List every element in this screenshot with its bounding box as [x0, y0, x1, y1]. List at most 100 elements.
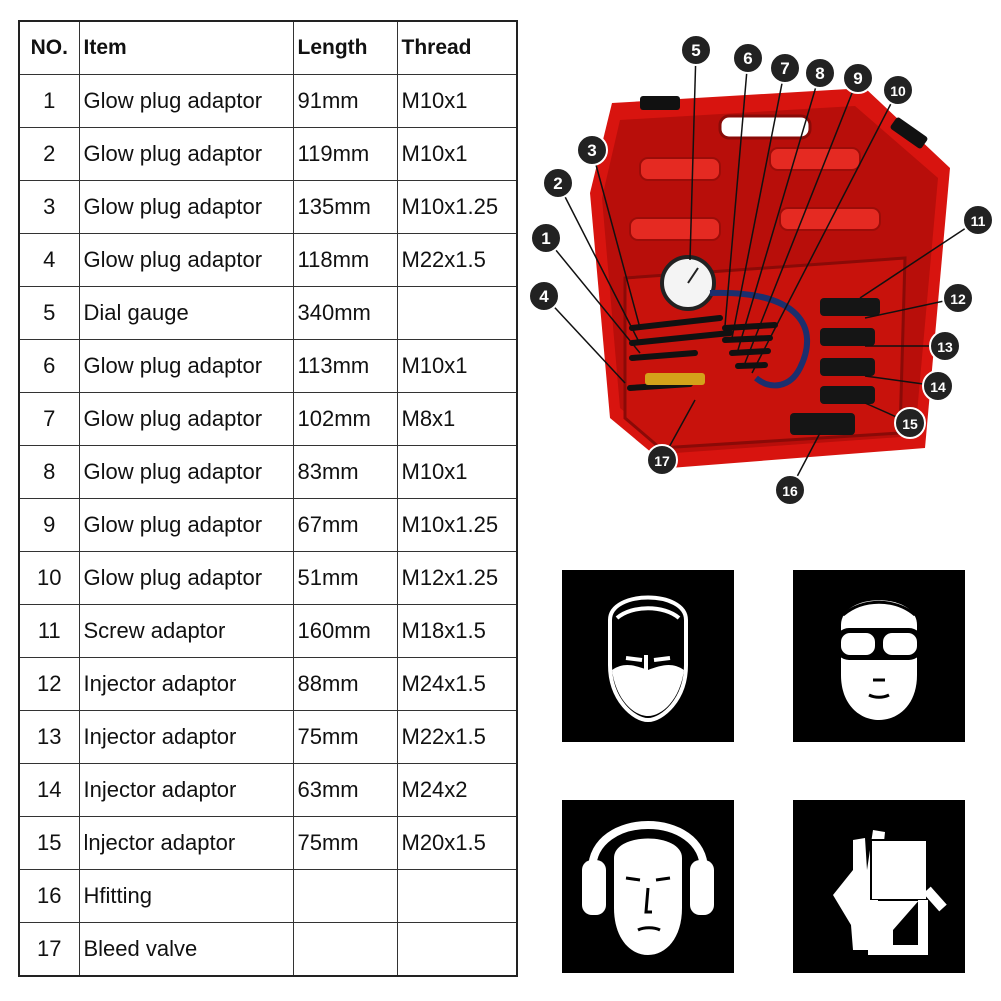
cell-length: 160mm	[292, 604, 398, 658]
cell-no: 16	[18, 869, 80, 923]
safety-goggles-sign	[793, 570, 965, 742]
cell-no: 13	[18, 710, 80, 764]
header-length: Length	[292, 20, 398, 75]
cell-length: 75mm	[292, 816, 398, 870]
callout-number: 16	[782, 483, 798, 499]
cell-length: 51mm	[292, 551, 398, 605]
callout-number: 5	[691, 41, 700, 60]
callout-badge	[542, 167, 574, 199]
cell-no: 10	[18, 551, 80, 605]
safety-goggles-icon	[835, 600, 923, 720]
cell-thread: M8x1	[396, 392, 518, 446]
callout-badge	[732, 42, 764, 74]
callout-number: 9	[853, 69, 862, 88]
cell-item: Screw adaptor	[78, 604, 294, 658]
header-thread: Thread	[396, 20, 518, 75]
cell-length: 83mm	[292, 445, 398, 499]
cell-item: Glow plug adaptor	[78, 74, 294, 128]
cell-item: Injector adaptor	[78, 710, 294, 764]
cell-length: 67mm	[292, 498, 398, 552]
callout-badge	[576, 134, 608, 166]
table-header-row: NO. Item Length Thread	[18, 20, 518, 75]
cell-item: Injector adaptor	[78, 763, 294, 817]
callout-number: 13	[937, 339, 953, 355]
callout-leader-line	[751, 89, 899, 374]
cell-item: Injector adaptor	[78, 657, 294, 711]
cell-no: 11	[18, 604, 80, 658]
callout-number: 12	[950, 291, 966, 307]
callout-badge	[882, 74, 914, 106]
callout-number: 15	[902, 416, 918, 432]
cell-item: Glow plug adaptor	[78, 339, 294, 393]
callout-badge	[929, 330, 961, 362]
cell-item: Glow plug adaptor	[78, 445, 294, 499]
cell-length: 340mm	[292, 286, 398, 340]
callout-number: 2	[553, 174, 562, 193]
dust-mask-icon	[608, 595, 688, 723]
cell-thread: M10x1.25	[396, 180, 518, 234]
cell-no: 1	[18, 74, 80, 128]
ear-protection-sign	[562, 800, 734, 973]
cell-item: Glow plug adaptor	[78, 392, 294, 446]
carrying-case	[590, 88, 950, 468]
cell-item: Dial gauge	[78, 286, 294, 340]
cell-item: Glow plug adaptor	[78, 127, 294, 181]
cell-no: 4	[18, 233, 80, 287]
callout-badge	[528, 280, 560, 312]
safety-gloves-sign	[793, 800, 965, 973]
callout-leader-line	[744, 77, 859, 364]
cell-no: 15	[18, 816, 80, 870]
cell-no: 5	[18, 286, 80, 340]
callout-badge	[922, 370, 954, 402]
cell-thread: M20x1.5	[396, 816, 518, 870]
cell-thread: M22x1.5	[396, 233, 518, 287]
cell-thread	[396, 869, 518, 923]
callout-leader-line	[724, 57, 749, 327]
callout-number: 4	[539, 287, 549, 306]
cell-length: 91mm	[292, 74, 398, 128]
cell-length: 88mm	[292, 657, 398, 711]
cell-no: 8	[18, 445, 80, 499]
callout-badge	[894, 407, 926, 439]
cell-item: lnjector adaptor	[78, 816, 294, 870]
callout-number: 10	[890, 83, 906, 99]
cell-length: 102mm	[292, 392, 398, 446]
cell-no: 17	[18, 922, 80, 977]
cell-thread: M10x1	[396, 445, 518, 499]
cell-thread: M22x1.5	[396, 710, 518, 764]
callout-leader-line	[557, 182, 639, 341]
ear-protection-icon	[582, 821, 714, 955]
callout-number: 3	[587, 141, 596, 160]
callout-number: 6	[743, 49, 752, 68]
callout-leader-line	[545, 237, 641, 354]
callout-badge	[774, 474, 806, 506]
cell-item: Glow plug adaptor	[78, 551, 294, 605]
callout-leader-line	[591, 149, 641, 329]
callout-leader-line	[689, 49, 697, 261]
cell-no: 14	[18, 763, 80, 817]
cell-thread	[396, 286, 518, 340]
cell-length: 113mm	[292, 339, 398, 393]
callout-badge	[842, 62, 874, 94]
callout-leader-line	[737, 72, 821, 351]
cell-length: 63mm	[292, 763, 398, 817]
cell-length: 135mm	[292, 180, 398, 234]
cell-no: 3	[18, 180, 80, 234]
cell-no: 12	[18, 657, 80, 711]
callout-badge	[942, 282, 974, 314]
callout-number: 8	[815, 64, 824, 83]
